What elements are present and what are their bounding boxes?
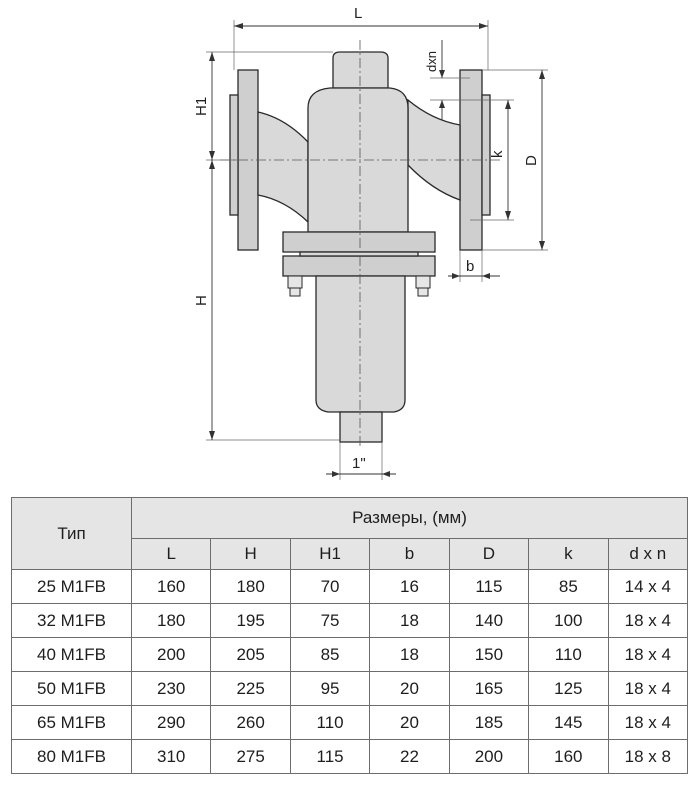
label-D: D	[523, 155, 540, 166]
cell-D: 150	[448, 637, 530, 672]
lower-housing	[315, 275, 406, 413]
cell-k: 100	[528, 603, 609, 638]
cell-dxn: 14 x 4	[607, 569, 689, 604]
label-k: k	[489, 150, 506, 158]
table-row: 32 M1FB 180 195 75 18 140 100 18 x 4	[11, 603, 689, 638]
group-header: Размеры, (мм)	[131, 497, 688, 539]
dimension-k: k	[470, 99, 514, 221]
dimension-b: b	[448, 250, 500, 282]
dimension-D: D	[482, 69, 548, 251]
table-row: 40 M1FB 200 205 85 18 150 110 18 x 4	[11, 637, 689, 672]
cell-L: 290	[130, 705, 212, 740]
cell-H: 205	[210, 637, 291, 672]
left-inlet-pipe	[257, 111, 309, 224]
label-connection: 1"	[352, 455, 366, 472]
row-type: 65 M1FB	[11, 705, 132, 740]
row-type: 32 M1FB	[11, 603, 132, 638]
cell-L: 310	[130, 739, 212, 774]
cell-k: 145	[528, 705, 609, 740]
right-outlet-pipe	[407, 98, 461, 201]
cell-b: 20	[369, 671, 450, 706]
dimensions-table: Тип Размеры, (мм) L H H1 b D k d x n 25 …	[11, 497, 689, 774]
cell-L: 200	[130, 637, 212, 672]
cell-k: 160	[528, 739, 609, 774]
dimension-dxn: dxn	[424, 40, 470, 120]
cell-dxn: 18 x 4	[607, 637, 689, 672]
top-neck	[332, 51, 389, 89]
cell-dxn: 18 x 8	[607, 739, 689, 774]
col-header-H: H	[210, 538, 291, 570]
col-header-D: D	[448, 538, 530, 570]
cell-k: 110	[528, 637, 609, 672]
cell-H1: 110	[289, 705, 371, 740]
cell-D: 165	[448, 671, 530, 706]
cell-k: 85	[528, 569, 609, 604]
cell-D: 200	[448, 739, 530, 774]
valve-body	[307, 87, 409, 233]
col-header-dxn: d x n	[607, 538, 689, 570]
cell-D: 115	[448, 569, 530, 604]
row-type: 50 M1FB	[11, 671, 132, 706]
cell-H1: 85	[289, 637, 371, 672]
cell-H: 225	[210, 671, 291, 706]
cell-H: 180	[210, 569, 291, 604]
dimension-connection: 1"	[326, 442, 396, 480]
label-H1: H1	[193, 97, 210, 116]
cell-H: 260	[210, 705, 291, 740]
row-type: 25 M1FB	[11, 569, 132, 604]
label-L: L	[354, 5, 362, 22]
cell-H1: 115	[289, 739, 371, 774]
table-row: 65 M1FB 290 260 110 20 185 145 18 x 4	[11, 705, 689, 740]
drain-fitting	[339, 411, 383, 443]
col-header-L: L	[130, 538, 212, 570]
dimension-H1: H1	[193, 51, 333, 161]
cell-b: 18	[369, 603, 450, 638]
cell-b: 20	[369, 705, 450, 740]
cell-dxn: 18 x 4	[607, 603, 689, 638]
cell-H: 195	[210, 603, 291, 638]
label-dxn: dxn	[424, 51, 439, 72]
cell-D: 140	[448, 603, 530, 638]
cell-D: 185	[448, 705, 530, 740]
label-H: H	[193, 295, 210, 306]
cell-b: 22	[369, 739, 450, 774]
cell-dxn: 18 x 4	[607, 671, 689, 706]
col-header-k: k	[528, 538, 609, 570]
bonnet-flange	[282, 231, 436, 277]
dimension-H: H	[193, 160, 340, 441]
type-header: Тип	[11, 497, 132, 570]
row-type: 40 M1FB	[11, 637, 132, 672]
cell-L: 160	[130, 569, 212, 604]
table-row: 25 M1FB 160 180 70 16 115 85 14 x 4	[11, 569, 689, 604]
cell-k: 125	[528, 671, 609, 706]
cell-H1: 75	[289, 603, 371, 638]
cell-dxn: 18 x 4	[607, 705, 689, 740]
label-b: b	[466, 258, 474, 275]
col-header-b: b	[369, 538, 450, 570]
cell-H: 275	[210, 739, 291, 774]
valve-drawing: L H1 H dxn k	[193, 5, 548, 480]
cell-L: 230	[130, 671, 212, 706]
table-row: 80 M1FB 310 275 115 22 200 160 18 x 8	[11, 739, 689, 774]
row-type: 80 M1FB	[11, 739, 132, 774]
cell-H1: 95	[289, 671, 371, 706]
cell-L: 180	[130, 603, 212, 638]
cell-b: 18	[369, 637, 450, 672]
table-row: 50 M1FB 230 225 95 20 165 125 18 x 4	[11, 671, 689, 706]
dimension-L: L	[233, 5, 489, 70]
col-header-H1: H1	[289, 538, 371, 570]
cell-b: 16	[369, 569, 450, 604]
cell-H1: 70	[289, 569, 371, 604]
